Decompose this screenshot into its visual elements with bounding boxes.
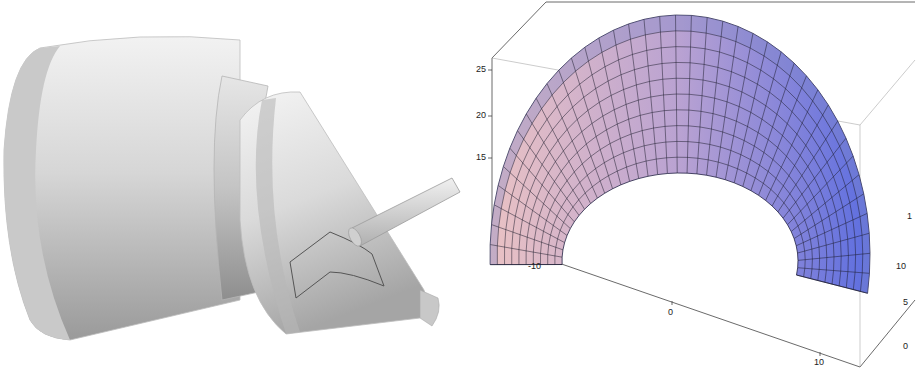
axis-tick-label: 1 (907, 212, 912, 221)
axis-tick-label: 15 (476, 153, 486, 162)
tool-rendering (4, 36, 460, 340)
axis-tick-label: 20 (476, 111, 486, 120)
surface-plot (490, 15, 870, 293)
axis-tick-label: 0 (668, 308, 673, 317)
axis-tick-label: -10 (528, 262, 541, 271)
axis-tick-label: 10 (896, 262, 906, 271)
plot-box (488, 2, 915, 367)
axis-tick-label: 5 (903, 298, 908, 307)
axis-tick-label: 25 (476, 65, 486, 74)
axis-tick-label: 0 (903, 342, 908, 351)
axis-tick-label: 10 (814, 358, 824, 367)
